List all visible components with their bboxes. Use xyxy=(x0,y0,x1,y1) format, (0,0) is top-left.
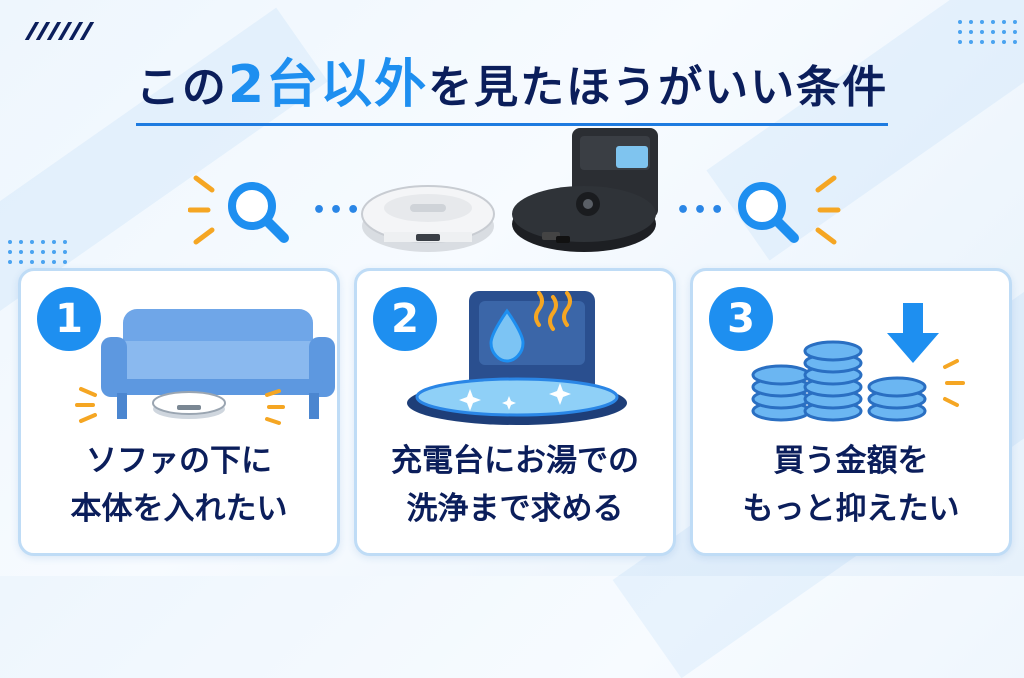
card-line-2: もっと抑えたい xyxy=(742,491,960,527)
page-title: この2台以外を見たほうがいい条件 xyxy=(135,42,889,126)
connector-dots: ••• xyxy=(312,198,364,223)
number-badge: 2 xyxy=(373,287,437,351)
number-badge: 3 xyxy=(709,287,773,351)
dot-grid-decoration xyxy=(8,240,68,264)
card-line-1: 充電台にお湯での xyxy=(391,443,639,479)
sofa-robot-icon xyxy=(75,309,335,425)
dot-grid-decoration xyxy=(958,20,1018,44)
card-line-1: 買う金額を xyxy=(773,443,929,479)
hot-water-dock-icon xyxy=(407,291,627,425)
condition-card-2: 2 充電台にお湯での 洗浄まで求める xyxy=(354,268,676,556)
search-icon xyxy=(738,175,841,245)
robot-vacuum-black-with-dock-icon xyxy=(512,128,658,252)
card-line-1: ソファの下に xyxy=(86,443,272,479)
card-line-2: 本体を入れたい xyxy=(70,491,288,527)
condition-card-3: 3 買う金額を もっと抑えたい xyxy=(690,268,1012,556)
card-line-2: 洗浄まで求める xyxy=(406,491,624,527)
condition-card-1: 1 ソファの下に 本体を入れたい xyxy=(18,268,340,556)
title-accent: 2台以外 xyxy=(227,55,429,115)
hatch-decoration xyxy=(24,22,96,44)
number-badge: 1 xyxy=(37,287,101,351)
title-suffix: を見たほうがいい条件 xyxy=(428,62,889,113)
card-text: ソファの下に 本体を入れたい xyxy=(21,437,337,533)
search-icon xyxy=(188,175,289,245)
coins-down-icon xyxy=(751,303,965,422)
title-prefix: この xyxy=(135,62,228,113)
connector-dots: ••• xyxy=(676,198,728,223)
card-text: 充電台にお湯での 洗浄まで求める xyxy=(357,437,673,533)
title-wrap: この2台以外を見たほうがいい条件 xyxy=(0,42,1024,126)
robot-vacuum-white-icon xyxy=(361,185,495,252)
card-text: 買う金額を もっと抑えたい xyxy=(693,437,1009,533)
